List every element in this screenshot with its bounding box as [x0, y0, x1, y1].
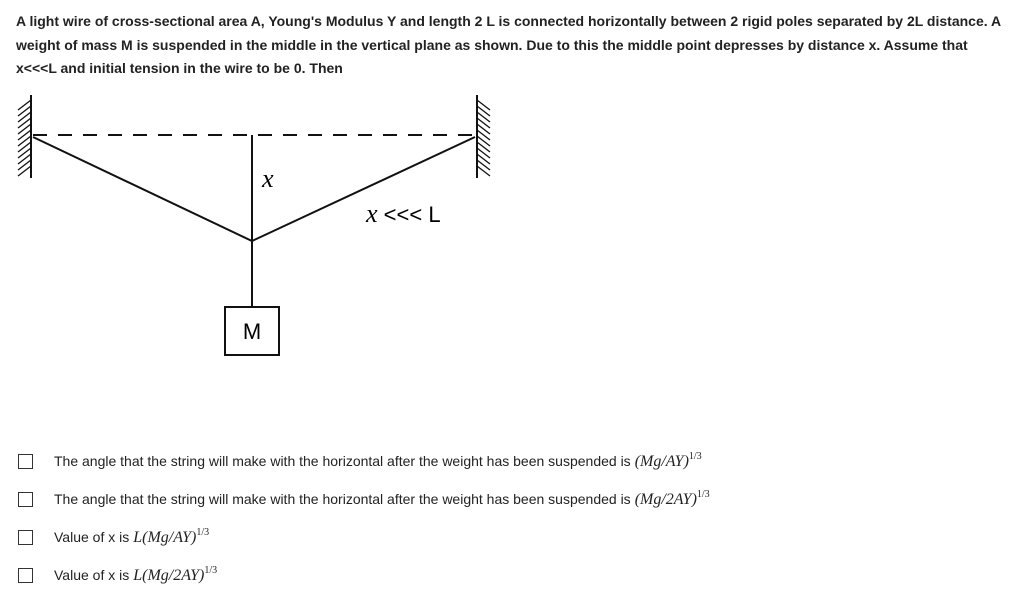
option-3-checkbox[interactable] — [18, 529, 33, 545]
option-2-checkbox[interactable] — [18, 491, 33, 507]
option-4-text: Value of x is — [54, 567, 130, 583]
mass-box — [224, 306, 280, 356]
option-3-math-body: L(Mg/AY) — [133, 529, 197, 546]
option-1-math: (Mg/AY)1/3 — [634, 451, 702, 470]
option-1[interactable]: The angle that the string will make with… — [18, 442, 918, 480]
option-1-checkbox[interactable] — [18, 453, 33, 469]
condition-var: x — [365, 199, 378, 228]
option-2-text: The angle that the string will make with… — [54, 491, 631, 507]
option-2-math: (Mg/2AY)1/3 — [634, 489, 710, 508]
options-list: The angle that the string will make with… — [18, 442, 918, 594]
option-2-exponent: 1/3 — [696, 489, 710, 500]
option-2-label: The angle that the string will make with… — [54, 489, 710, 509]
option-2-math-body: (Mg/2AY) — [634, 491, 697, 508]
option-2[interactable]: The angle that the string will make with… — [18, 480, 918, 518]
option-3-text: Value of x is — [54, 529, 130, 545]
option-1-exponent: 1/3 — [688, 451, 702, 462]
question-text: A light wire of cross-sectional area A, … — [16, 13, 1001, 76]
option-3-exponent: 1/3 — [196, 527, 210, 538]
condition-rest: <<< L — [378, 202, 441, 227]
option-4-math: L(Mg/2AY)1/3 — [133, 565, 218, 584]
option-1-text: The angle that the string will make with… — [54, 453, 631, 469]
option-4-checkbox[interactable] — [18, 567, 33, 583]
option-4-exponent: 1/3 — [204, 565, 218, 576]
option-3-math: L(Mg/AY)1/3 — [133, 527, 210, 546]
right-wall — [476, 95, 491, 178]
option-1-label: The angle that the string will make with… — [54, 451, 702, 471]
option-4-math-body: L(Mg/2AY) — [133, 567, 205, 584]
condition-label: x <<< L — [365, 199, 441, 228]
left-wall — [17, 95, 32, 178]
option-1-math-body: (Mg/AY) — [634, 453, 689, 470]
mass-label: M — [243, 319, 261, 344]
depression-label: x — [261, 164, 274, 193]
